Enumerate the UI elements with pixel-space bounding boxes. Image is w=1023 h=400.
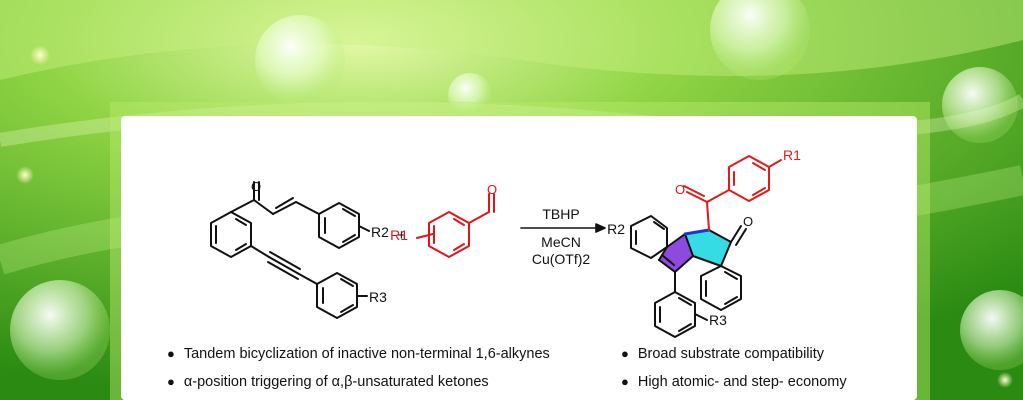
bullet-icon: ● bbox=[621, 374, 629, 389]
bullet-icon: ● bbox=[167, 374, 175, 389]
reactant-aldehyde bbox=[416, 193, 495, 258]
product-structure bbox=[630, 155, 782, 338]
product-ketone-oxygen-label: O bbox=[743, 214, 753, 229]
highlight-text: α-position triggering of α,β-unsaturated… bbox=[183, 374, 489, 390]
highlight-text: Tandem bicyclization of inactive non-ter… bbox=[183, 346, 550, 362]
highlight-item: ● α-position triggering of α,β-unsaturate… bbox=[167, 374, 489, 390]
highlight-item: ● High atomic- and step- economy bbox=[621, 374, 847, 390]
r3-label-product: R3 bbox=[709, 312, 727, 328]
product-acyl-oxygen-label: O bbox=[675, 182, 685, 197]
r1-label-reactant: R1 bbox=[390, 227, 408, 243]
plus-sign: + bbox=[397, 227, 406, 244]
r1-label-product: R1 bbox=[783, 147, 801, 163]
highlight-item: ● Tandem bicyclization of inactive non-te… bbox=[167, 346, 550, 362]
catalyst-label: Cu(OTf)2 bbox=[532, 251, 591, 267]
reaction-scheme: O R2 R3 + O R1 TBHP MeC bbox=[210, 147, 801, 338]
aldehyde-oxygen-label: O bbox=[487, 182, 497, 197]
r2-label-reactant: R2 bbox=[371, 224, 389, 240]
scheme-card: O R2 R3 + O R1 TBHP MeC bbox=[121, 116, 917, 400]
r2-label-product: R2 bbox=[607, 221, 625, 237]
solvent-label: MeCN bbox=[541, 234, 581, 250]
reactant-enyne bbox=[210, 181, 370, 319]
bullet-icon: ● bbox=[621, 346, 629, 361]
highlight-text: Broad substrate compatibility bbox=[637, 346, 825, 362]
bullet-icon: ● bbox=[167, 346, 175, 361]
reaction-arrow bbox=[520, 223, 606, 233]
reagent-tbhp: TBHP bbox=[542, 206, 579, 222]
highlight-item: ● Broad substrate compatibility bbox=[621, 346, 824, 362]
r3-label-reactant: R3 bbox=[369, 289, 387, 305]
carbonyl-oxygen-label: O bbox=[251, 179, 261, 194]
highlight-text: High atomic- and step- economy bbox=[637, 374, 847, 390]
